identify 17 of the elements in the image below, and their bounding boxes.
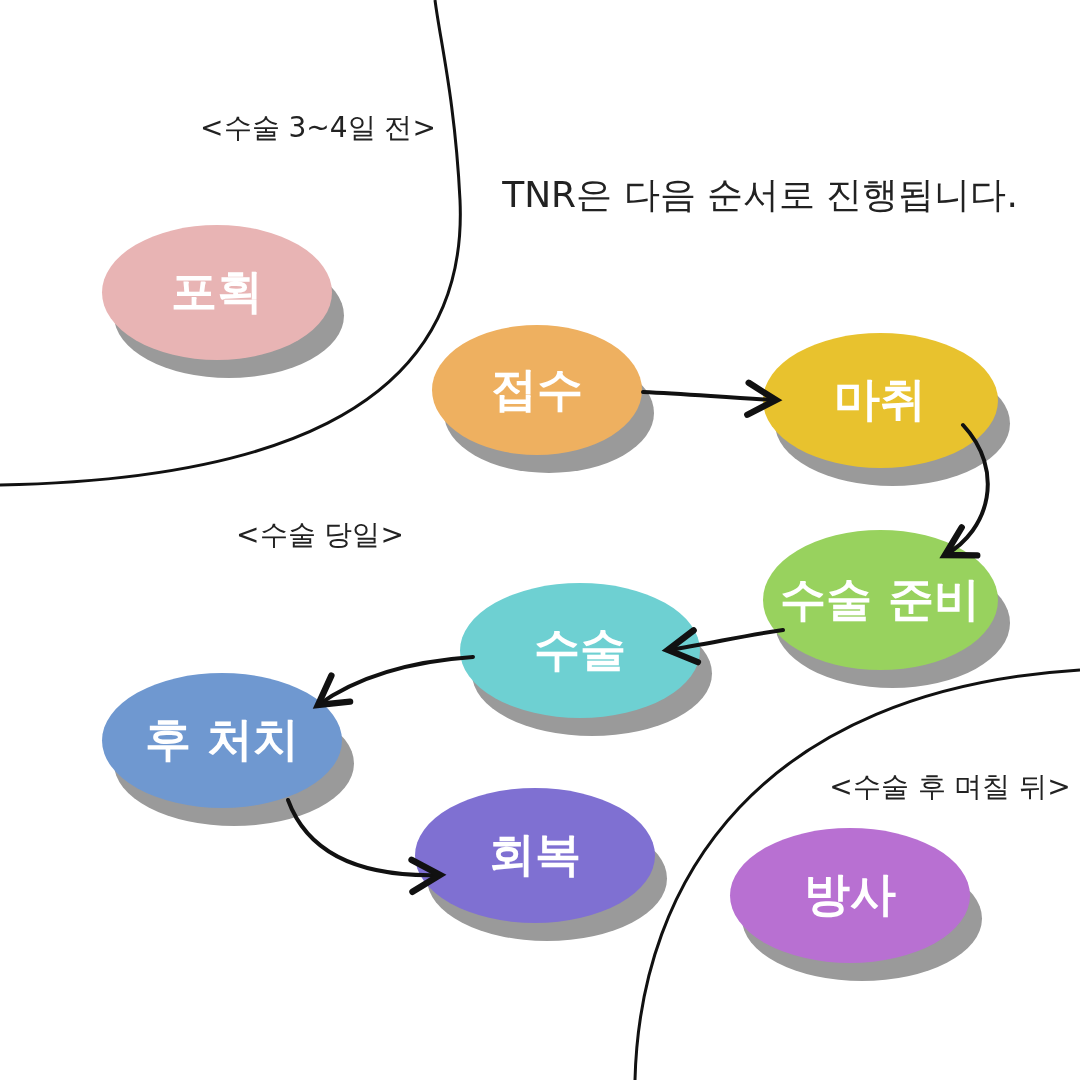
step-label: 마취 xyxy=(834,371,926,428)
step-label: 회복 xyxy=(489,826,581,883)
step-label: 수술 xyxy=(534,621,626,678)
step-label: 방사 xyxy=(804,866,896,923)
period-label: <수술 당일> xyxy=(236,517,404,553)
arrow xyxy=(314,655,475,709)
arrow xyxy=(941,423,990,559)
step-label: 접수 xyxy=(491,361,583,418)
step-label: 후 처치 xyxy=(145,711,299,768)
period-label: <수술 후 며칠 뒤> xyxy=(829,769,1071,805)
arrow xyxy=(641,379,780,418)
step-label: 포획 xyxy=(171,263,263,320)
arrow xyxy=(664,626,785,666)
period-label: <수술 3~4일 전> xyxy=(200,110,436,146)
title: TNR은 다음 순서로 진행됩니다. xyxy=(502,172,1018,217)
step-label: 수술 준비 xyxy=(780,571,980,628)
arrow xyxy=(286,798,444,895)
